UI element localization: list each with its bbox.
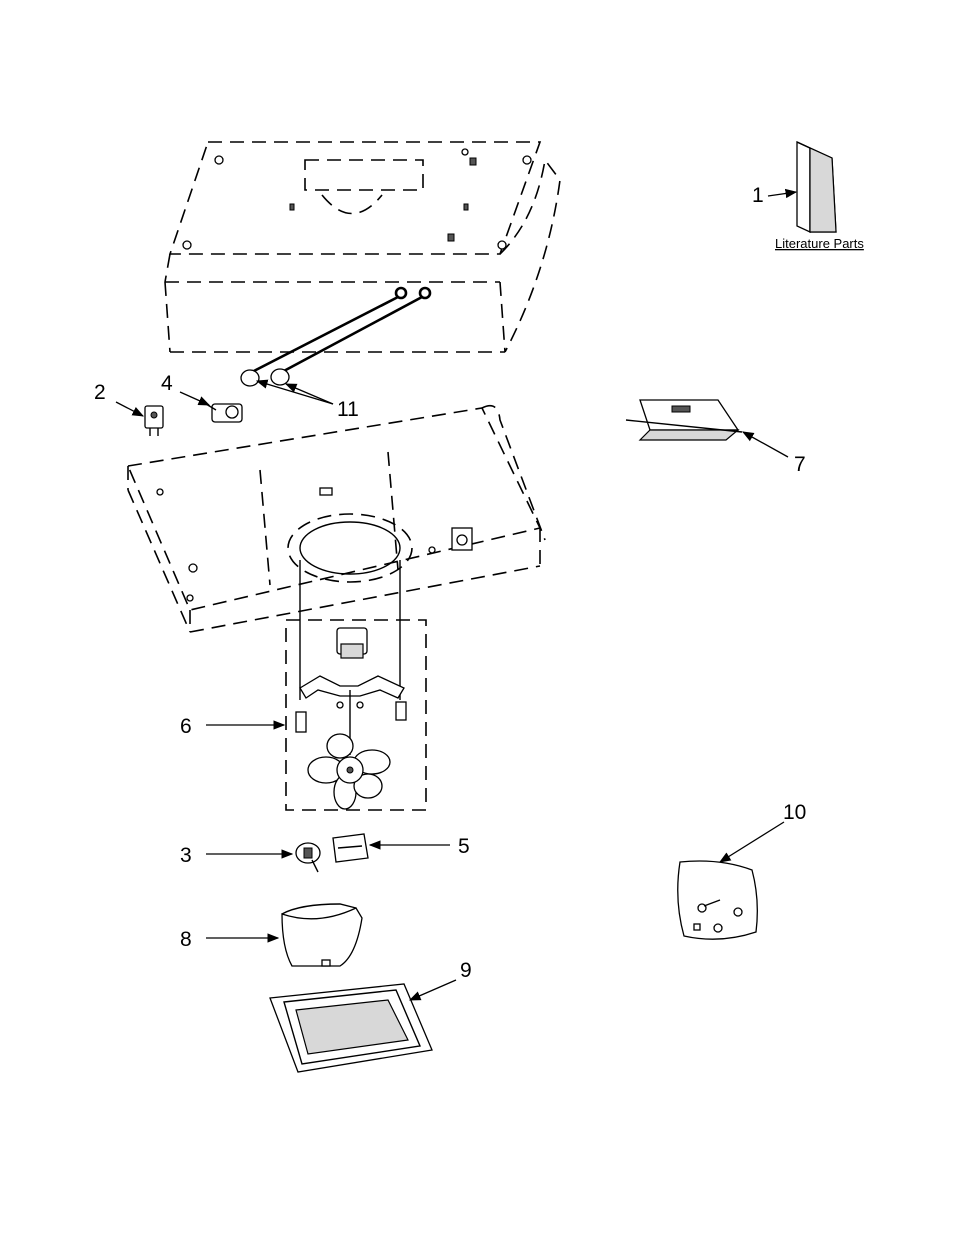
callout-labels: 1 2 4 11 7 6 10 3 5 8 9 Literature Parts bbox=[94, 184, 864, 982]
callout-7: 7 bbox=[794, 453, 806, 476]
callout-9: 9 bbox=[460, 959, 472, 982]
callout-10: 10 bbox=[783, 801, 806, 824]
callout-11: 11 bbox=[337, 398, 359, 421]
part-5-cover bbox=[333, 834, 368, 862]
callout-8: 8 bbox=[180, 928, 192, 951]
literature-book bbox=[797, 142, 836, 232]
hood-lower-body bbox=[128, 406, 545, 632]
callout-4: 4 bbox=[161, 372, 173, 395]
literature-parts-label: Literature Parts bbox=[775, 236, 864, 251]
fan-blade bbox=[308, 734, 390, 809]
hood-upper-housing bbox=[165, 142, 560, 352]
callout-3: 3 bbox=[180, 844, 192, 867]
part-3-switch bbox=[296, 843, 320, 872]
blower-assembly bbox=[286, 560, 426, 810]
part-4-lamp-socket bbox=[206, 404, 242, 422]
callout-2: 2 bbox=[94, 381, 106, 404]
part-2-bracket bbox=[145, 406, 163, 436]
part-8-lens bbox=[282, 904, 362, 966]
callout-5: 5 bbox=[458, 835, 470, 858]
part-9-filter bbox=[270, 984, 432, 1072]
callout-1: 1 bbox=[752, 184, 764, 207]
control-knobs bbox=[241, 297, 422, 386]
callout-6: 6 bbox=[180, 715, 192, 738]
part-7-housing bbox=[626, 400, 742, 440]
part-10-hardware-bag bbox=[678, 861, 758, 939]
